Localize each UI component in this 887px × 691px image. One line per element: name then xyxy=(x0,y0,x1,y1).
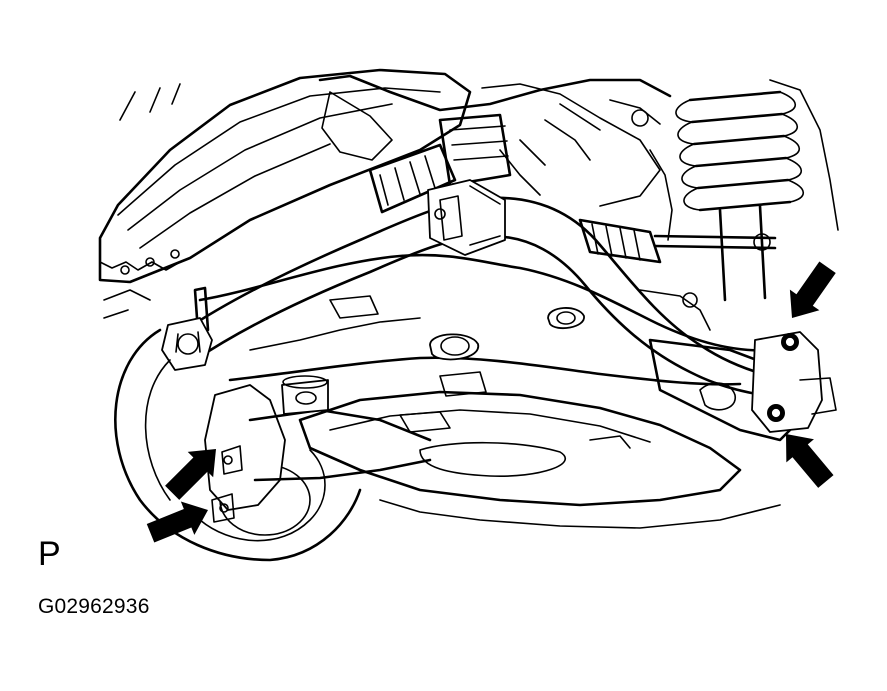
arrow-icon-bolt-lower-left xyxy=(146,501,208,543)
engine-undercover xyxy=(298,390,781,529)
stabilizer-bar xyxy=(183,179,792,400)
arrow-icon-bolt-lower-right xyxy=(786,434,834,488)
engine-transmission-area xyxy=(318,74,673,241)
drive-shaft-left xyxy=(368,113,512,214)
stabilizer-link-left xyxy=(161,286,213,371)
arrow-icon-bolt-upper-left xyxy=(165,449,216,500)
coil-spring-strut xyxy=(675,79,839,302)
figure-id: G02962936 xyxy=(38,595,150,618)
arrow-icon-bolt-upper-right xyxy=(789,261,836,318)
lower-arm-right xyxy=(639,289,837,442)
lower-arm-left xyxy=(204,375,432,523)
view-label: P xyxy=(38,535,61,573)
steering-rack xyxy=(578,218,777,264)
vehicle-body-panel xyxy=(98,68,472,319)
front-crossmember xyxy=(198,253,772,397)
